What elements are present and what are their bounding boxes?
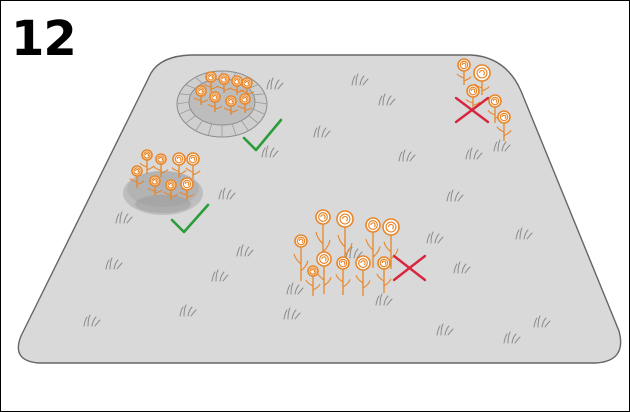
grass-tuft-icon: [493, 139, 511, 152]
flower-icon: [147, 175, 163, 196]
grass-tuft-icon: [261, 145, 279, 158]
grass-tuft-icon: [211, 269, 229, 282]
flower-icon: [139, 149, 155, 174]
grass-tuft-icon: [218, 187, 236, 200]
grass-tuft-icon: [115, 211, 133, 224]
flower-group-scattered: [293, 209, 400, 296]
grass-tuft-icon: [515, 227, 533, 240]
flower-icon: [207, 91, 223, 112]
flower-icon: [171, 152, 187, 178]
cross-icon: [392, 254, 427, 282]
grass-tuft-icon: [533, 315, 551, 328]
grass-tuft-icon: [436, 323, 454, 336]
flower-icon: [376, 256, 392, 293]
grass-tuft-icon: [179, 304, 197, 317]
grass-tuft-icon: [398, 149, 416, 162]
cross-icon: [454, 96, 490, 124]
grass-tuft-icon: [351, 73, 369, 86]
flower-icon: [336, 210, 354, 267]
flower-icon: [129, 165, 145, 188]
flower-icon: [465, 84, 481, 109]
flower-icon: [305, 265, 321, 296]
flower-group-stone-bed: [193, 71, 255, 115]
grass-tuft-icon: [453, 261, 471, 274]
flower-icon: [163, 179, 179, 200]
grass-tuft-icon: [236, 244, 254, 257]
check-icon: [170, 203, 210, 234]
grass-tuft-icon: [283, 307, 301, 320]
flower-icon: [239, 77, 255, 97]
grass-tuft-icon: [503, 331, 521, 344]
grass-tuft-icon: [378, 93, 396, 106]
flower-icon: [496, 110, 512, 141]
flower-icon: [153, 153, 169, 177]
lawn-area: [17, 54, 622, 364]
check-icon: [242, 118, 283, 152]
flower-icon: [293, 234, 309, 281]
flower-icon: [473, 64, 491, 95]
grass-tuft-icon: [375, 293, 393, 306]
flower-icon: [185, 152, 201, 179]
grass-tuft-icon: [465, 147, 483, 160]
grass-tuft-icon: [313, 125, 331, 138]
flower-icon: [237, 93, 253, 113]
flower-icon: [316, 251, 332, 294]
flower-group-lawn-corner: [456, 58, 512, 141]
grass-tuft-icon: [446, 189, 464, 202]
flower-group-sunken-bed: [129, 149, 201, 200]
grass-tuft-icon: [426, 231, 444, 244]
grass-tuft-icon: [105, 257, 123, 270]
grass-tuft-icon: [286, 282, 304, 295]
flower-icon: [365, 217, 381, 268]
grass-tuft-icon: [266, 77, 284, 90]
flower-icon: [382, 218, 400, 269]
flower-icon: [335, 256, 351, 295]
flower-icon: [193, 85, 209, 105]
flower-icon: [456, 58, 472, 85]
flower-icon: [487, 94, 503, 123]
sunken-bed: [123, 171, 203, 215]
flower-icon: [179, 177, 195, 200]
flower-icon: [203, 71, 219, 92]
step-number: 12: [11, 11, 77, 67]
flower-icon: [216, 73, 232, 93]
flower-icon: [355, 255, 371, 296]
flower-icon: [223, 95, 239, 115]
grass-tuft-icon: [83, 314, 101, 327]
